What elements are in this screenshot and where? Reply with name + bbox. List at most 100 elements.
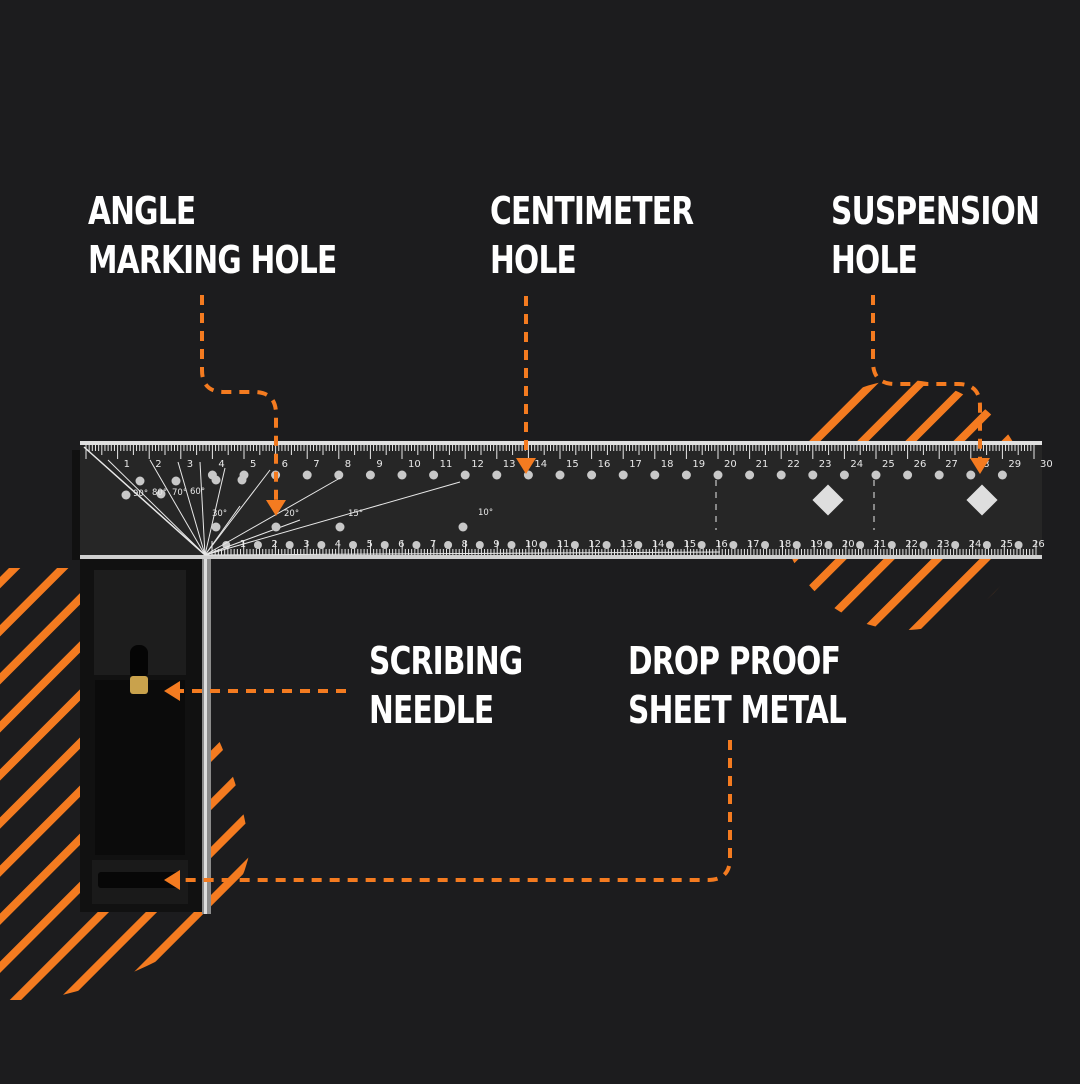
centimeter-hole	[253, 541, 262, 549]
centimeter-hole	[665, 541, 674, 549]
centimeter-hole	[966, 470, 976, 480]
ruler-label: 5	[366, 539, 372, 550]
ruler-label: 12	[588, 539, 601, 550]
angle-label: 80°	[152, 488, 167, 498]
ruler-label: 14	[652, 539, 665, 550]
ruler-label: 6	[282, 459, 288, 470]
angle-label: 30°	[212, 509, 227, 519]
ruler-label: 22	[787, 459, 800, 470]
centimeter-hole	[729, 541, 738, 549]
callout-line: ANGLE	[88, 189, 196, 233]
centimeter-hole	[285, 541, 294, 549]
centimeter-hole	[349, 541, 358, 549]
angle-label: 10°	[478, 508, 493, 518]
callout-line: SCRIBING	[369, 639, 523, 683]
ruler-label: 27	[945, 459, 958, 470]
angle-scale: 90°80°70°60°30°20°15°10°	[133, 487, 493, 519]
suspension-hole-icon	[812, 484, 844, 516]
ruler-label: 20	[724, 459, 737, 470]
centimeter-hole	[618, 470, 628, 480]
callout-line: HOLE	[490, 238, 577, 282]
centimeter-hole	[380, 541, 389, 549]
centimeter-hole	[587, 470, 597, 480]
centimeter-hole	[761, 541, 770, 549]
centimeter-hole	[839, 470, 849, 480]
leader-line-suspension	[871, 295, 982, 458]
centimeter-hole	[602, 541, 611, 549]
centimeter-hole	[792, 541, 801, 549]
centimeter-hole	[776, 470, 786, 480]
centimeter-hole	[492, 470, 502, 480]
centimeter-hole	[871, 470, 881, 480]
angle-label: 60°	[190, 487, 205, 497]
leader-line-sheet-metal	[180, 740, 732, 882]
centimeter-hole	[365, 470, 375, 480]
arrow-icon	[970, 458, 990, 474]
leader-line-angle	[200, 295, 278, 500]
angle-marking-hole	[171, 476, 181, 486]
centimeter-hole	[808, 470, 818, 480]
angle-label: 15°	[348, 509, 363, 519]
ruler-label: 16	[598, 459, 611, 470]
ruler-label: 11	[440, 459, 453, 470]
centimeter-hole	[997, 470, 1007, 480]
centimeter-hole	[697, 541, 706, 549]
ruler-label: 13	[503, 459, 516, 470]
arrow-icon	[266, 500, 286, 516]
centimeter-hole	[570, 541, 579, 549]
centimeter-hole	[334, 470, 344, 480]
centimeter-hole	[934, 470, 944, 480]
sheet-metal-edge	[202, 552, 211, 914]
ruler-label: 10	[408, 459, 421, 470]
angle-line	[149, 459, 206, 556]
angle-line	[204, 519, 301, 556]
angle-marking-hole	[271, 522, 281, 532]
ruler-label: 7	[430, 539, 436, 550]
ruler-label: 23	[819, 459, 832, 470]
centimeter-hole	[397, 470, 407, 480]
ruler-label: 6	[398, 539, 404, 550]
centimeter-hole	[475, 541, 484, 549]
centimeter-hole	[681, 470, 691, 480]
angle-label: 20°	[284, 509, 299, 519]
centimeter-hole	[824, 541, 833, 549]
angle-line	[204, 469, 271, 556]
angle-marking-hole	[121, 490, 131, 500]
centimeter-hole	[412, 541, 421, 549]
arrow-icon	[164, 870, 180, 890]
ruler-label: 21	[756, 459, 769, 470]
ruler-label: 29	[1008, 459, 1021, 470]
ruler-label: 26	[1032, 539, 1045, 550]
scribing-needle-icon	[130, 645, 148, 694]
callout-angle-marking-hole: ANGLE MARKING HOLE	[88, 187, 337, 285]
angle-marking-hole	[135, 476, 145, 486]
centimeter-hole	[317, 541, 326, 549]
centimeter-hole	[650, 470, 660, 480]
ruler-label: 26	[914, 459, 927, 470]
angle-label: 90°	[133, 489, 148, 499]
callout-drop-proof-sheet-metal: DROP PROOF SHEET METAL	[628, 637, 847, 735]
ruler-label: 4	[218, 459, 224, 470]
callout-suspension-hole: SUSPENSION HOLE	[831, 187, 1040, 285]
ruler-label: 25	[882, 459, 895, 470]
ruler-label: 17	[747, 539, 760, 550]
angle-marking-hole	[237, 475, 247, 485]
callout-scribing-needle: SCRIBING NEEDLE	[369, 637, 523, 735]
callout-centimeter-hole: CENTIMETER HOLE	[490, 187, 694, 285]
centimeter-hole	[634, 541, 643, 549]
ruler-label: 2	[155, 459, 161, 470]
centimeter-hole	[539, 541, 548, 549]
ruler-label: 18	[778, 539, 791, 550]
centimeter-hole	[903, 470, 913, 480]
ruler-label: 25	[1000, 539, 1013, 550]
angle-line	[204, 551, 721, 556]
angle-line	[204, 467, 226, 556]
ruler-label: 19	[810, 539, 823, 550]
arrow-icon	[516, 458, 536, 474]
ruler-label: 3	[303, 539, 309, 550]
ruler-label: 17	[629, 459, 642, 470]
ruler-label: 23	[937, 539, 950, 550]
callout-line: DROP PROOF	[628, 639, 841, 683]
ruler-label: 30	[1040, 459, 1053, 470]
callout-line: SUSPENSION	[831, 189, 1040, 233]
